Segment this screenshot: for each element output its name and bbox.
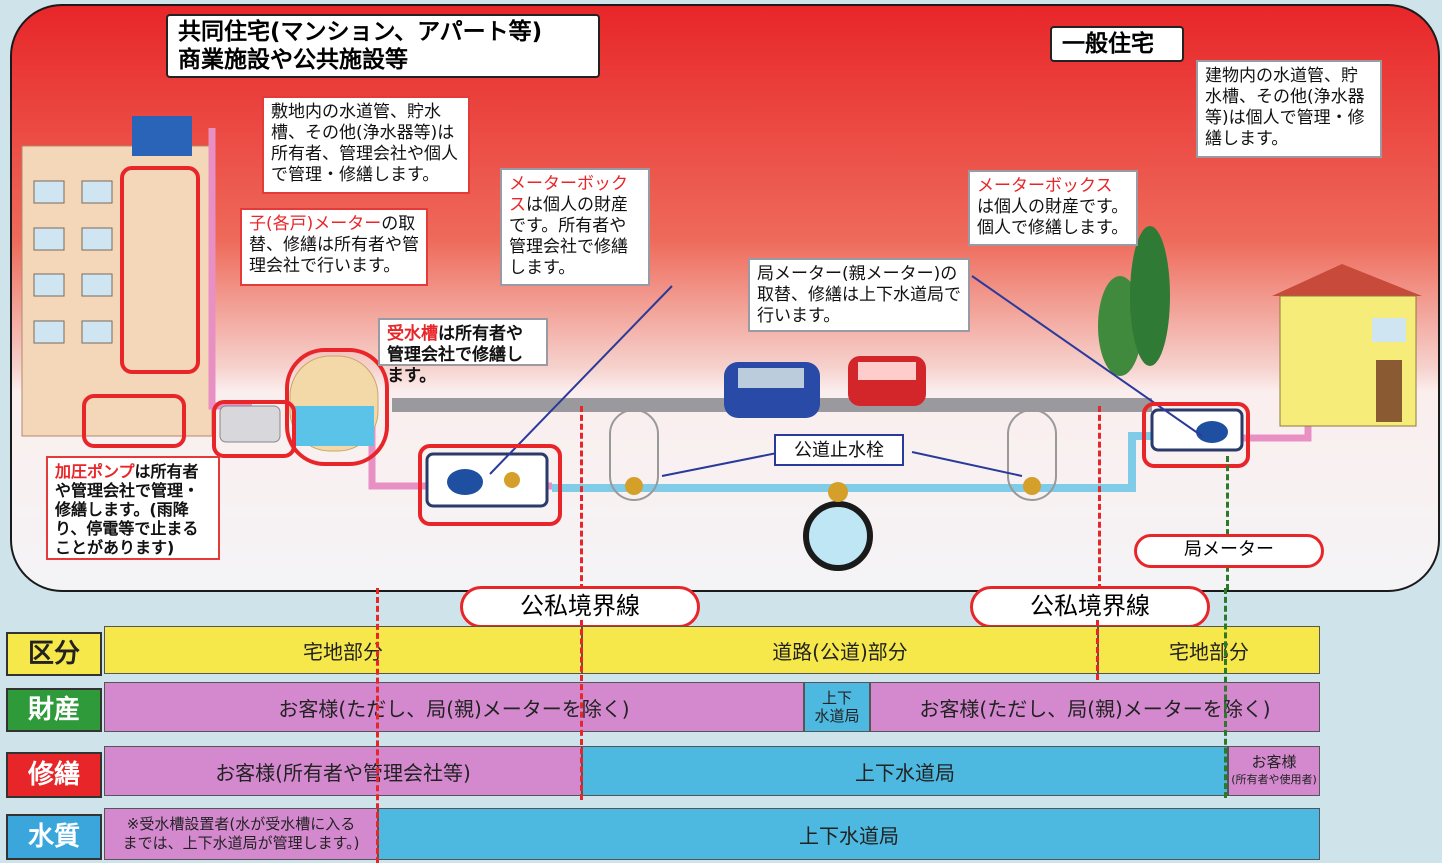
meterbox2-note: メーターボックスは個人の財産です。個人で修繕します。: [968, 170, 1138, 246]
row-label-quality: 水質: [6, 814, 102, 860]
pump-note-red: 加圧ポンプ: [55, 462, 135, 481]
car-blue: [724, 362, 820, 418]
tank-note-red: 受水槽: [387, 324, 438, 344]
ground-meter-highlight: [82, 394, 186, 448]
meterbox2-note-rest: は個人の財産です。個人で修繕します。: [977, 197, 1129, 238]
child-meter-note-rest: の取替、修繕は所有者や管理会社で行います。: [249, 214, 419, 276]
meter-line-table: [1224, 588, 1227, 798]
quality-bureau: 上下水道局: [378, 808, 1320, 860]
pump-note-rest: は所有者や管理会社で管理・修繕します。(雨降り、停電等で止まることがあります): [55, 462, 200, 557]
hydrant-label: 公道止水栓: [774, 434, 904, 466]
boundary-line-2: [1098, 406, 1101, 590]
boundary-line-table-1: [580, 620, 583, 800]
category-site-left: 宅地部分: [104, 626, 582, 674]
pump-note: 加圧ポンプは所有者や管理会社で管理・修繕します。(雨降り、停電等で止まることがあ…: [46, 456, 220, 560]
repair-customer-right-line2: (所有者や使用者): [1231, 773, 1317, 786]
meterbox1-note: メーターボックスは個人の財産です。所有者や管理会社で修繕します。: [500, 168, 650, 286]
tank-note-rest: は所有者や管理会社で修繕します。: [387, 324, 523, 386]
repair-customer-right-line1: お客様: [1251, 753, 1297, 771]
meterbox2-highlight: [1142, 402, 1250, 468]
property-bureau-line2: 水道局: [814, 707, 860, 725]
meterbox1-highlight: [418, 444, 562, 526]
child-meters-highlight: [120, 166, 200, 374]
pump-highlight: [212, 400, 296, 458]
child-meter-note-red: 子(各戸)メーター: [249, 214, 382, 234]
collective-title-line2: 商業施設や公共施設等: [178, 47, 408, 73]
boundary-line-table-2: [1096, 620, 1099, 680]
rooftop-tank: [132, 116, 192, 156]
property-bureau: 上下水道局: [804, 682, 870, 732]
pump: [219, 405, 281, 443]
repair-bureau: 上下水道局: [582, 746, 1228, 796]
general-housing-title: 一般住宅: [1050, 26, 1184, 62]
meterbox2-note-red: メーターボックス: [977, 176, 1113, 196]
row-label-category: 区分: [6, 632, 102, 676]
quality-tank-owner-line2: までは、上下水道局が管理します。): [122, 834, 360, 852]
category-site-right: 宅地部分: [1098, 626, 1320, 674]
property-customer-left: お客様(ただし、局(親)メーターを除く): [104, 682, 804, 732]
meterbox1-note-red: メーターボックス: [509, 174, 628, 215]
boundary-pill-2: 公私境界線: [970, 586, 1210, 628]
collective-housing-title: 共同住宅(マンション、アパート等) 商業施設や公共施設等: [166, 14, 600, 78]
bureau-meter-note: 局メーター(親メーター)の取替、修繕は上下水道局で行います。: [748, 258, 970, 332]
quality-tank-owner: ※受水槽設置者(水が受水槽に入るまでは、上下水道局が管理します。): [104, 808, 378, 860]
category-road: 道路(公道)部分: [582, 626, 1098, 674]
property-bureau-line1: 上下: [821, 689, 852, 707]
row-label-property: 財産: [6, 688, 102, 732]
tank-boundary-line: [376, 588, 379, 863]
repair-customer-right: お客様 (所有者や使用者): [1228, 746, 1320, 796]
child-meter-note: 子(各戸)メーターの取替、修繕は所有者や管理会社で行います。: [240, 208, 428, 286]
car-red: [848, 356, 926, 406]
site-pipes-note: 敷地内の水道管、貯水槽、その他(浄水器等)は所有者、管理会社や個人で管理・修繕し…: [262, 96, 470, 194]
meterbox1-note-rest: は個人の財産です。所有者や管理会社で修繕します。: [509, 195, 628, 278]
water-main: [803, 501, 873, 571]
house-pipes-note: 建物内の水道管、貯水槽、その他(浄水器等)は個人で管理・修繕します。: [1196, 60, 1382, 158]
repair-customer: お客様(所有者や管理会社等): [104, 746, 582, 796]
boundary-line-1: [580, 406, 583, 590]
tank-highlight: [285, 348, 389, 466]
meter-line: [1226, 456, 1229, 590]
bureau-meter-label: 局メーター: [1134, 534, 1324, 568]
property-customer-right: お客様(ただし、局(親)メーターを除く): [870, 682, 1320, 732]
tank-note: 受水槽は所有者や管理会社で修繕します。: [378, 318, 548, 386]
row-label-repair: 修繕: [6, 752, 102, 798]
quality-tank-owner-line1: ※受水槽設置者(水が受水槽に入る: [126, 815, 356, 833]
collective-title-line1: 共同住宅(マンション、アパート等): [178, 19, 543, 45]
